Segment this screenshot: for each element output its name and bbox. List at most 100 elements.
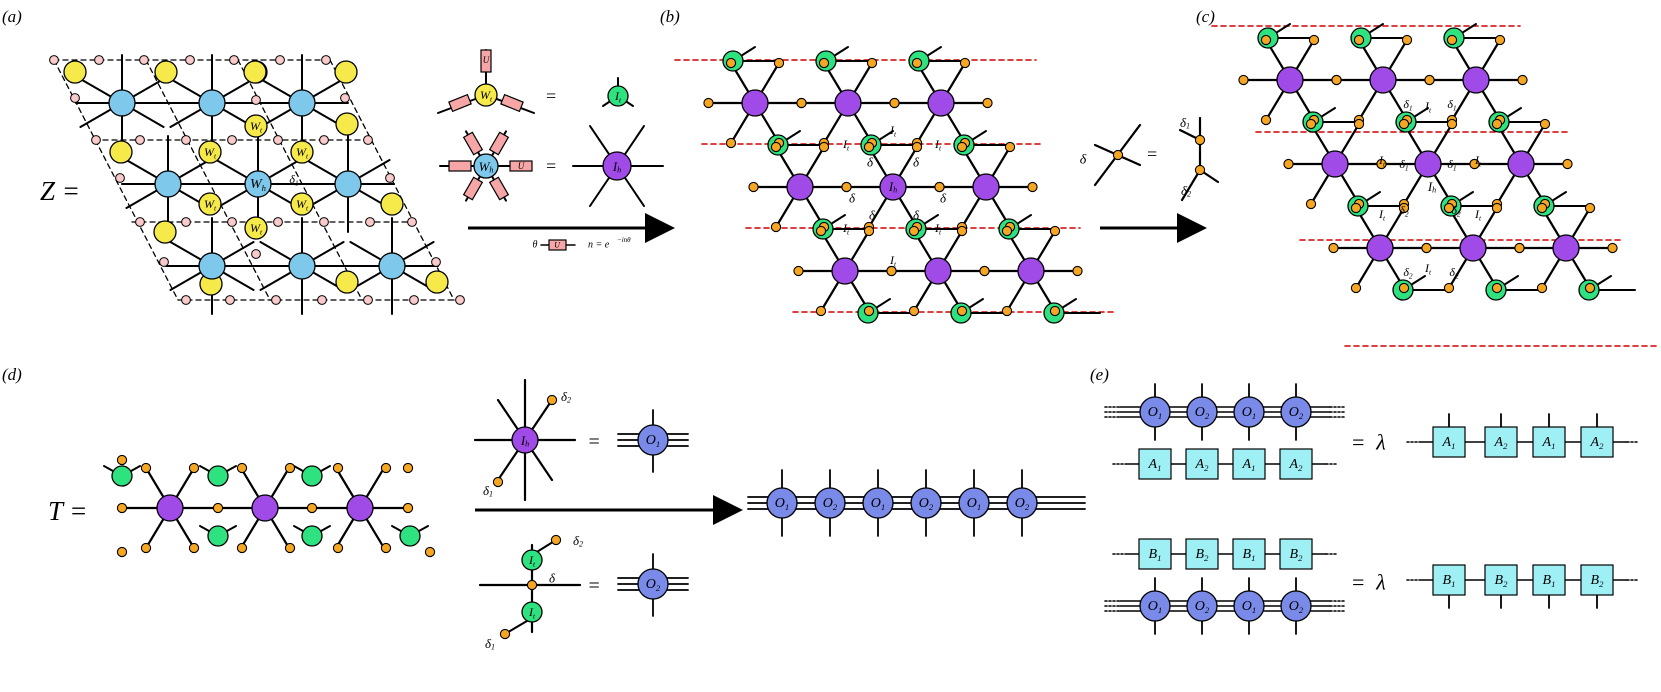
label-base: A: [1195, 457, 1205, 472]
label-base: I: [1474, 207, 1480, 221]
delta-node: [748, 181, 759, 193]
u-box: [509, 160, 533, 172]
delta-node: [1353, 34, 1365, 46]
mps-box: [1232, 538, 1266, 570]
label-base: A: [1289, 457, 1299, 472]
o1-label: O1: [1148, 599, 1162, 615]
pink-node: [273, 135, 283, 145]
label-subscript: t: [894, 129, 897, 138]
o2-node: [1186, 590, 1218, 622]
ih-node: [831, 257, 859, 285]
pink-node: [135, 135, 145, 145]
label-base: I: [528, 605, 534, 619]
mps-label: A1: [1148, 457, 1162, 473]
label-subscript: 1: [1551, 579, 1555, 589]
wh-node: [334, 170, 362, 198]
delta-node: [956, 305, 968, 317]
it-label: It: [1424, 261, 1432, 276]
label-base: O: [1289, 599, 1299, 614]
delta-node: [1398, 202, 1410, 214]
ih-node: [927, 89, 955, 117]
pink-node: [225, 295, 235, 305]
label-subscript: 1: [489, 489, 493, 498]
it-label: It: [934, 221, 942, 236]
delta-node: [424, 546, 436, 558]
delta-node: [1398, 118, 1410, 130]
equals: =: [1146, 144, 1158, 164]
label-base: W: [296, 145, 307, 159]
ih-node: [602, 151, 632, 181]
delta-node: [188, 542, 200, 554]
u-box: [480, 49, 492, 73]
ih-node: [1462, 66, 1490, 94]
it-node: [301, 465, 323, 487]
delta-node: [1308, 34, 1320, 46]
label-base: I: [889, 253, 895, 267]
pink-node: [319, 135, 329, 145]
delta-node: [402, 462, 414, 474]
label-subscript: 1: [1186, 121, 1190, 130]
label-base: δ: [1403, 265, 1409, 279]
o2-node: [910, 487, 942, 519]
wt-node: [335, 112, 359, 136]
label-base: A: [1148, 457, 1158, 472]
delta-sub-label: δ1: [1447, 157, 1456, 172]
ih-node: [1414, 150, 1442, 178]
delta-sub-label: δ2: [1451, 203, 1461, 218]
delta-node: [793, 265, 804, 277]
delta-label: δ: [1080, 153, 1087, 168]
delta-node: [725, 57, 737, 69]
u-label: U: [483, 55, 490, 65]
u-box: [448, 160, 472, 172]
pink-node: [159, 257, 169, 267]
delta-node: [332, 462, 344, 474]
label-subscript: 2: [579, 539, 583, 548]
label-subscript: 2: [1187, 189, 1191, 198]
delta-node: [188, 462, 200, 474]
label-base: A: [1242, 457, 1252, 472]
label-base: δ: [1399, 203, 1405, 217]
o2-label: O2: [919, 496, 934, 512]
mps-label: B2: [1495, 573, 1509, 589]
pink-node: [139, 55, 149, 65]
delta-node: [492, 476, 504, 488]
wt-node: [153, 220, 177, 244]
delta-node: [402, 502, 414, 514]
label-subscript: t: [939, 143, 942, 152]
o2-label: O2: [823, 496, 838, 512]
it-label: It: [842, 221, 850, 236]
label-base: δ: [485, 636, 492, 651]
equals: =: [545, 156, 557, 176]
ih-node: [1017, 257, 1045, 285]
label-subscript: 1: [491, 642, 495, 651]
label-subscript: 1: [1405, 163, 1409, 172]
u-label: U: [554, 241, 561, 250]
ih-label: Ih: [888, 179, 897, 195]
label-base: O: [646, 433, 656, 448]
delta-node: [815, 225, 827, 237]
it-label: It: [934, 137, 942, 152]
o2-label: O2: [1195, 405, 1210, 421]
delta-node: [1305, 118, 1317, 130]
delta-node: [236, 462, 248, 474]
label-base: I: [1424, 99, 1430, 113]
label-subscript: 2: [1457, 209, 1461, 218]
wt-node: [425, 270, 449, 294]
delta-node: [863, 141, 875, 153]
it-node: [607, 85, 629, 107]
mps-label: B2: [1196, 547, 1210, 563]
it-label: It: [528, 605, 536, 620]
wt-node: [290, 192, 314, 216]
mps-box: [1279, 448, 1313, 480]
ih-node: [924, 257, 952, 285]
label-base: B: [1149, 547, 1158, 562]
wt-node: [243, 60, 267, 84]
label-base: O: [1015, 496, 1025, 511]
delta-node: [818, 141, 830, 153]
pink-node: [181, 135, 191, 145]
label-base: W: [250, 177, 263, 192]
delta-node: [1001, 225, 1013, 237]
delta-node: [815, 305, 827, 317]
it-label: It: [1474, 207, 1482, 222]
